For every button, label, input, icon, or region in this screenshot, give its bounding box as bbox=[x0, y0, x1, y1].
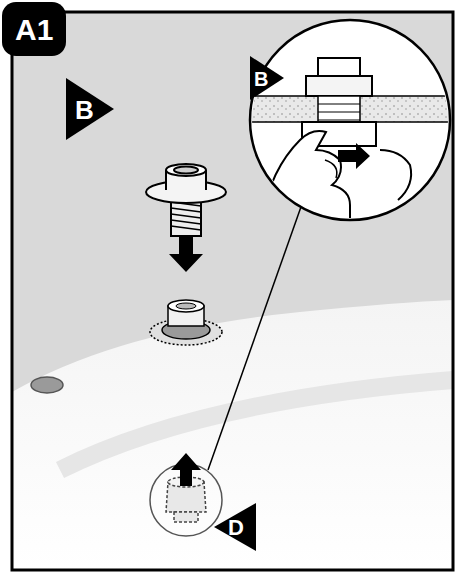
step-title: A1 bbox=[15, 15, 53, 45]
down-arrow bbox=[169, 236, 203, 272]
callout-letter: B bbox=[254, 69, 268, 89]
callout-letter: D bbox=[228, 517, 244, 539]
sink-surface bbox=[12, 300, 453, 570]
leader-line bbox=[208, 204, 302, 470]
callout-triangle bbox=[250, 56, 284, 100]
callout-letter: B bbox=[75, 97, 94, 123]
frame bbox=[12, 12, 453, 570]
callout-triangle bbox=[214, 503, 256, 551]
basin-hole bbox=[150, 300, 222, 345]
up-arrow bbox=[171, 453, 201, 486]
callout-triangle bbox=[66, 78, 114, 140]
waste-flange bbox=[146, 164, 226, 236]
tap-hole bbox=[31, 377, 63, 393]
